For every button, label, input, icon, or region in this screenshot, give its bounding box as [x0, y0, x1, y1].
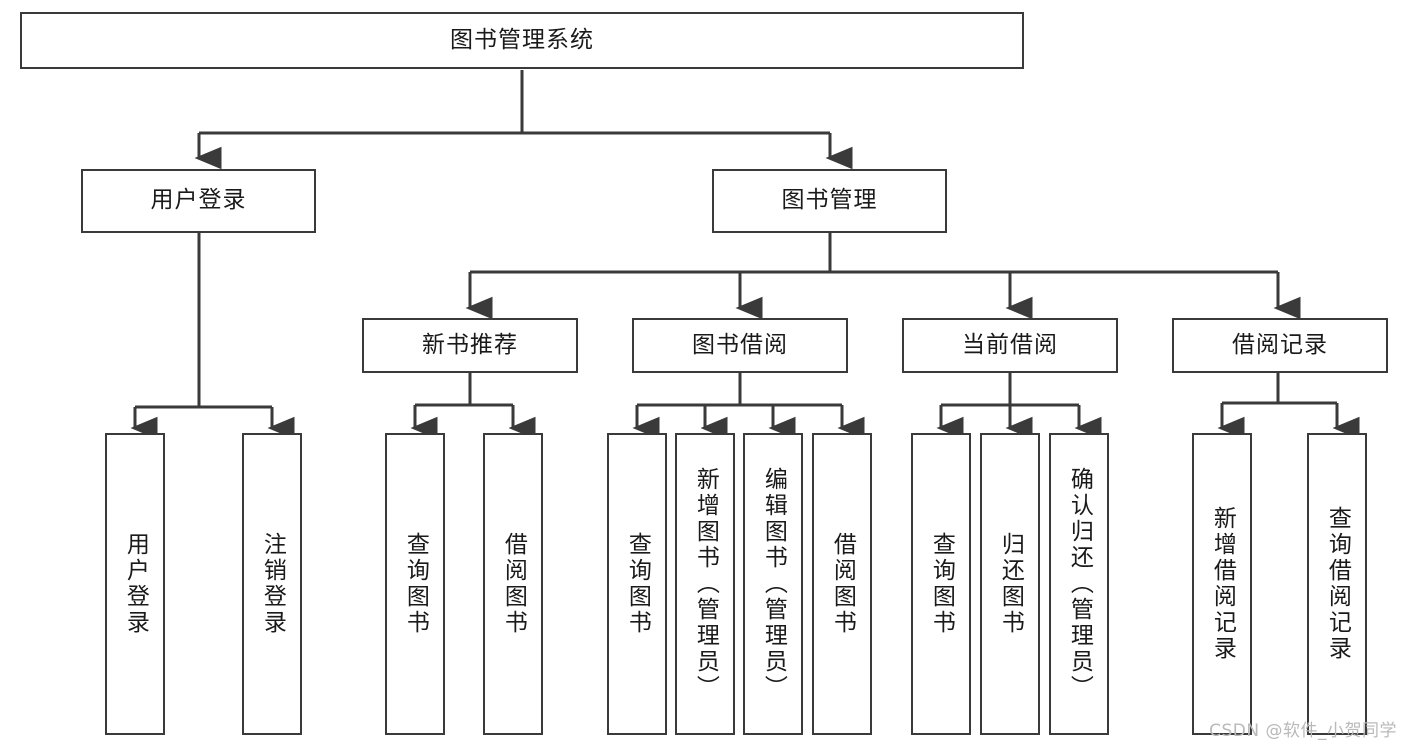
node-root[interactable]: 图书管理系统	[20, 12, 1024, 69]
node-book-management[interactable]: 图书管理	[712, 169, 947, 233]
leaf-borrow-query-book[interactable]: 查询图书	[607, 433, 667, 735]
node-book-borrow[interactable]: 图书借阅	[632, 318, 848, 373]
leaf-label: 查询图书	[402, 532, 429, 636]
leaf-label: 用户登录	[122, 532, 149, 636]
node-root-label: 图书管理系统	[450, 26, 594, 53]
leaf-new-book-query[interactable]: 查询图书	[385, 433, 445, 735]
node-current-borrow[interactable]: 当前借阅	[902, 318, 1118, 373]
node-user-login-label: 用户登录	[150, 187, 247, 214]
leaf-label: 查询图书	[624, 532, 651, 636]
node-book-management-label: 图书管理	[781, 187, 878, 214]
leaf-record-add[interactable]: 新增借阅记录	[1192, 433, 1252, 735]
leaf-borrow-add-book[interactable]: 新增图书（管理员）	[675, 433, 735, 735]
leaf-label: 新增图书（管理员）	[692, 467, 719, 701]
node-book-borrow-label: 图书借阅	[692, 331, 788, 358]
node-borrow-record[interactable]: 借阅记录	[1172, 318, 1388, 373]
leaf-label: 归还图书	[997, 532, 1024, 636]
leaf-current-return-book[interactable]: 归还图书	[980, 433, 1040, 735]
leaf-current-query-book[interactable]: 查询图书	[911, 433, 971, 735]
leaf-borrow-edit-book[interactable]: 编辑图书（管理员）	[743, 433, 803, 735]
leaf-label: 查询图书	[928, 532, 955, 636]
leaf-label: 注销登录	[259, 532, 286, 636]
node-user-login[interactable]: 用户登录	[81, 169, 316, 233]
leaf-user-login-logout[interactable]: 注销登录	[242, 433, 302, 735]
leaf-current-confirm-return[interactable]: 确认归还（管理员）	[1049, 433, 1109, 735]
node-current-borrow-label: 当前借阅	[962, 331, 1058, 358]
node-new-book-recommend[interactable]: 新书推荐	[362, 318, 578, 373]
leaf-borrow-borrow-book[interactable]: 借阅图书	[812, 433, 872, 735]
leaf-label: 编辑图书（管理员）	[760, 467, 787, 701]
leaf-user-login-login[interactable]: 用户登录	[105, 433, 165, 735]
node-new-book-recommend-label: 新书推荐	[422, 331, 518, 358]
leaf-label: 确认归还（管理员）	[1066, 467, 1093, 701]
leaf-label: 借阅图书	[829, 532, 856, 636]
leaf-record-query[interactable]: 查询借阅记录	[1307, 433, 1367, 735]
leaf-label: 新增借阅记录	[1209, 506, 1236, 662]
leaf-label: 查询借阅记录	[1324, 506, 1351, 662]
leaf-new-book-borrow[interactable]: 借阅图书	[483, 433, 543, 735]
watermark: CSDN @软件_小贺同学	[1209, 721, 1397, 741]
leaf-label: 借阅图书	[500, 532, 527, 636]
node-borrow-record-label: 借阅记录	[1232, 331, 1328, 358]
